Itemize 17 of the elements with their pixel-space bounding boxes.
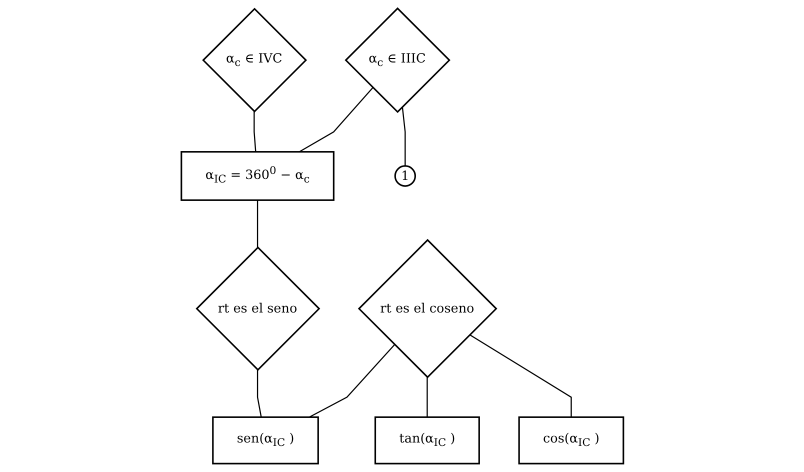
node-diamond: α$_{c}$ ∈ IIIC [344,7,450,114]
connector [468,334,572,418]
connector [298,87,373,152]
node-box: cos(α$_{IC}$ ) [518,416,624,464]
node-diamond: rt es el coseno [358,238,497,378]
node-box: sen(α$_{IC}$ ) [212,416,319,464]
connector [256,200,258,248]
node-diamond: α$_{c}$ ∈ IVC [202,8,307,113]
node-box: α$_{IC}$ = 360$^{0}$ − α$_{c}$ [180,151,334,201]
connector [256,370,262,418]
connector [401,106,406,166]
node-box: tan(α$_{IC}$ ) [374,416,480,464]
connector [253,111,256,152]
node-diamond: rt es el seno [195,246,320,371]
connector [426,377,428,418]
connector [308,344,395,418]
node-circle: 1 [394,165,416,187]
